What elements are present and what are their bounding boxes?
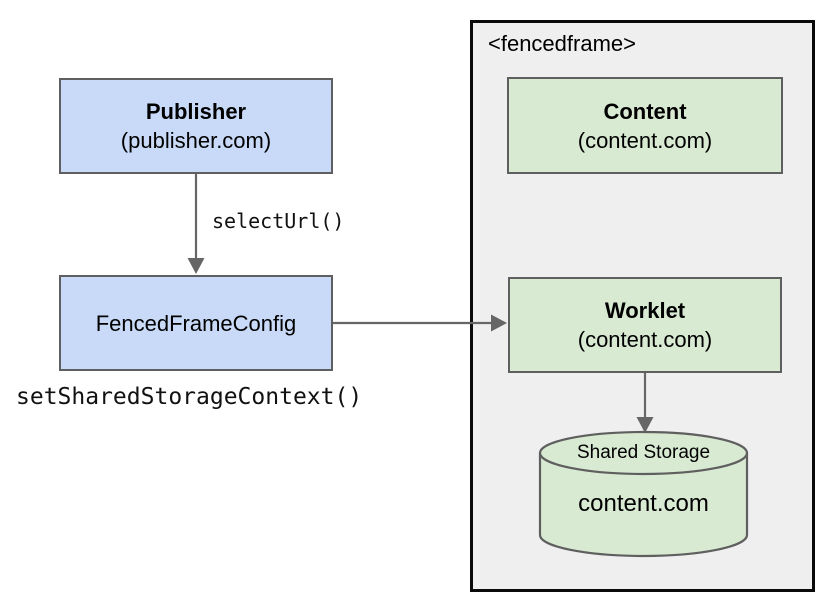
content-node: Content (content.com) — [507, 77, 783, 174]
arrow-publisher-to-config — [187, 174, 205, 274]
shared-storage-title: Shared Storage — [576, 442, 711, 463]
publisher-title: Publisher — [145, 99, 247, 124]
fenced-frame-config-title: FencedFrameConfig — [95, 310, 297, 336]
worklet-subtitle: (content.com) — [577, 327, 713, 352]
fencedframe-label: <fencedframe> — [488, 31, 636, 56]
content-title: Content — [603, 98, 687, 124]
worklet-node: Worklet (content.com) — [508, 277, 782, 373]
set-shared-storage-context-label: setSharedStorageContext() — [16, 384, 363, 410]
publisher-node: Publisher (publisher.com) — [59, 78, 333, 174]
worklet-title: Worklet — [604, 298, 686, 323]
content-subtitle: (content.com) — [577, 127, 713, 153]
publisher-subtitle: (publisher.com) — [120, 128, 272, 153]
shared-storage-origin: content.com — [578, 490, 709, 517]
fenced-frame-config-node: FencedFrameConfig — [59, 275, 333, 371]
select-url-edge-label: selectUrl() — [212, 209, 345, 233]
